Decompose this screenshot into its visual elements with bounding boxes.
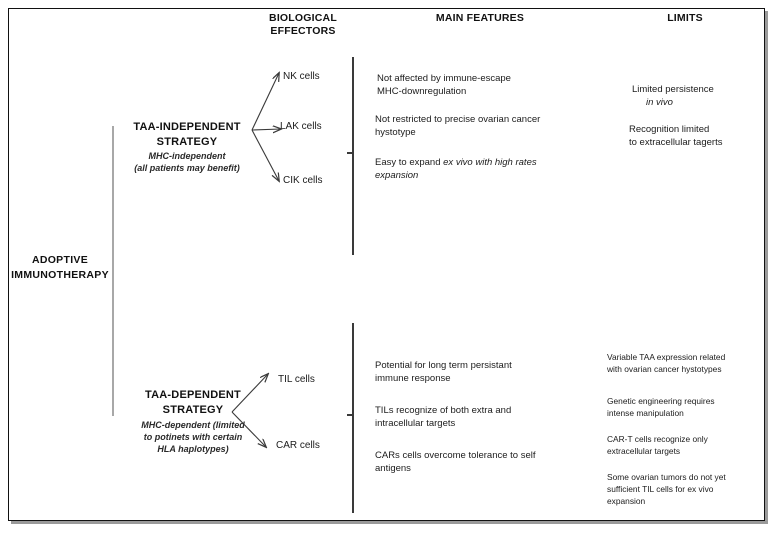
effector-label-cik-cells: CIK cells — [283, 175, 323, 186]
feature-text: TILs recognize of both extra and intrace… — [375, 405, 512, 429]
effector-label-til-cells: TIL cells — [278, 374, 315, 385]
feature-text-plain: Easy to expand — [375, 157, 444, 168]
feature-text: Not affected by immune-escape MHC-downre… — [377, 73, 511, 97]
features-bracket-taa-dependent — [352, 323, 354, 513]
root-label-adoptive-immunotherapy: ADOPTIVE IMMUNOTHERAPY — [11, 254, 109, 282]
limit-text: CAR-T cells recognize only extracellular… — [607, 434, 708, 456]
feature-text: Potential for long term persistant immun… — [375, 360, 512, 384]
column-header-biological-effectors: BIOLOGICAL EFFECTORS — [269, 12, 337, 38]
limit-text: Variable TAA expression related with ova… — [607, 352, 726, 374]
root-bracket-line — [112, 126, 114, 416]
column-header-main-features: MAIN FEATURES — [435, 12, 525, 24]
column-header-limits: LIMITS — [667, 12, 703, 24]
strategy-title-taa-dependent: TAA-DEPENDENT STRATEGY — [145, 389, 241, 416]
arrow-to-nk-cells — [251, 73, 279, 131]
effector-label-nk-cells: NK cells — [283, 71, 320, 82]
strategy-title-taa-independent: TAA-INDEPENDENT STRATEGY — [133, 121, 241, 148]
feature-text: CARs cells overcome tolerance to self an… — [375, 450, 536, 474]
limit-text: Limited persistence in vivo — [632, 84, 778, 110]
features-bracket-tick-taa-dependent — [347, 414, 353, 416]
feature-text: Easy to expand ex vivo with high rates e… — [375, 157, 605, 183]
arrow-to-lak-cells — [251, 129, 281, 130]
arrow-to-cik-cells — [251, 129, 279, 181]
limit-text: Genetic engineering requires intense man… — [607, 396, 715, 418]
feature-text: Not restricted to precise ovarian cancer… — [375, 114, 541, 138]
figure-border — [8, 8, 765, 521]
features-bracket-tick-taa-independent — [347, 152, 353, 154]
feature-text-italic: ex vivo with high rates expansion — [375, 157, 537, 181]
limit-text: Some ovarian tumors do not yet sufficien… — [607, 472, 726, 506]
strategy-subtitle-taa-independent: MHC-independent (all patients may benefi… — [134, 151, 240, 174]
effector-label-lak-cells: LAK cells — [280, 121, 322, 132]
limit-text: Recognition limited to extracellular tag… — [629, 124, 723, 148]
limit-text-plain: Limited persistence — [632, 84, 714, 95]
features-bracket-taa-independent — [352, 57, 354, 255]
strategy-subtitle-taa-dependent: MHC-dependent (limited to potinets with … — [141, 420, 245, 455]
effector-label-car-cells: CAR cells — [276, 440, 320, 451]
limit-text-italic: in vivo — [646, 96, 673, 108]
